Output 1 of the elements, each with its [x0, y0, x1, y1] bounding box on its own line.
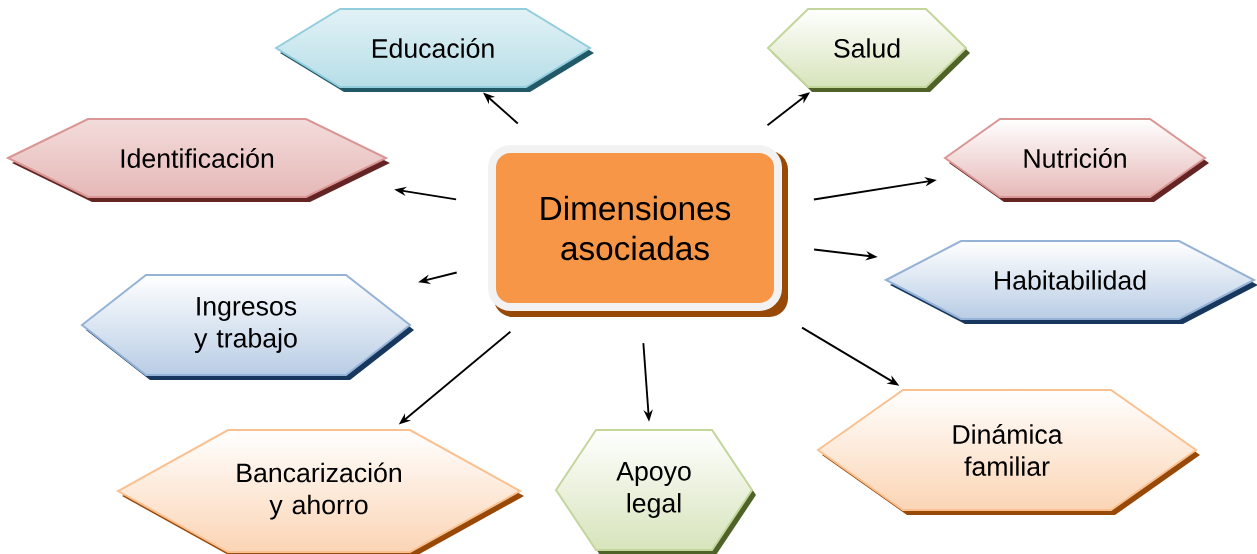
- center-box: Dimensiones asociadas: [488, 145, 788, 317]
